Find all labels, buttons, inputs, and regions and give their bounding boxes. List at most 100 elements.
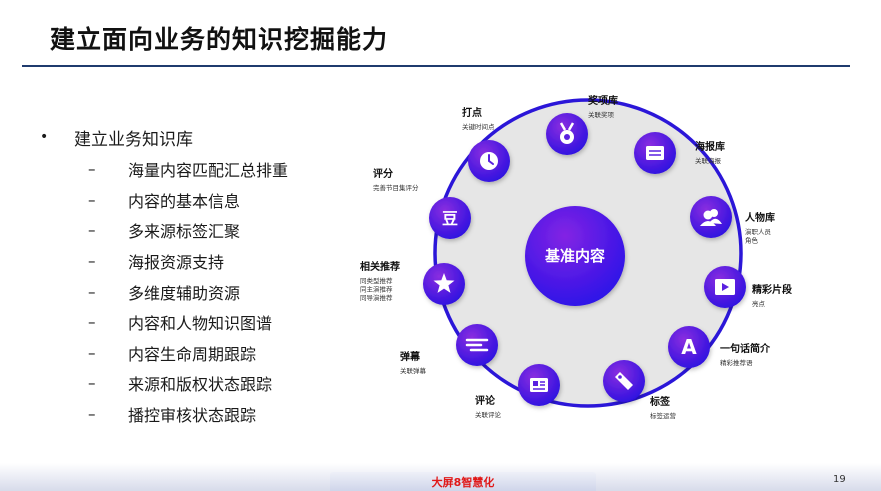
news-icon: [530, 378, 548, 392]
sub-bullet-label: 海报资源支持: [128, 253, 225, 273]
node-title: 弹幕: [400, 350, 421, 363]
sub-bullet-label: 内容生命周期跟踪: [128, 344, 257, 364]
dash-marker: –: [88, 374, 96, 393]
sub-bullet-label: 来源和版权状态跟踪: [128, 375, 273, 395]
title-divider: [22, 65, 850, 67]
dash-marker: –: [88, 405, 96, 424]
node-subtitle: 关联评论: [475, 410, 502, 419]
node-title: 评分: [373, 167, 393, 180]
sub-bullet-label: 多维度辅助资源: [128, 283, 241, 303]
news-frame: [530, 378, 548, 392]
sub-bullet-item: – 内容生命周期跟踪: [40, 338, 288, 369]
sub-bullet-item: – 多来源标签汇聚: [40, 215, 288, 246]
center-label: 基准内容: [544, 247, 605, 265]
page-title: 建立面向业务的知识挖掘能力: [50, 25, 389, 54]
sub-bullet-item: – 海量内容匹配汇总排重: [40, 154, 288, 185]
film-icon: [715, 279, 735, 295]
douban-glyph: 豆: [442, 209, 458, 228]
node-title: 标签: [649, 395, 671, 408]
sub-bullet-label: 海量内容匹配汇总排重: [128, 161, 289, 181]
node-title: 一句话简介: [720, 342, 771, 355]
dash-marker: –: [88, 252, 96, 271]
node-subtitle: 演职人员: [745, 227, 772, 236]
star-icon: [433, 273, 455, 293]
sub-bullet-item: – 播控审核状态跟踪: [40, 399, 288, 430]
node-title: 打点: [462, 106, 482, 119]
sub-bullet-label: 内容的基本信息: [128, 191, 241, 211]
person-head-front: [703, 210, 713, 220]
medal-center: [564, 134, 570, 140]
node-title: 奖项库: [588, 94, 618, 107]
star-shape: [433, 273, 455, 293]
sub-bullet-item: – 内容和人物知识图谱: [40, 307, 288, 338]
sub-bullet-item: – 内容的基本信息: [40, 185, 288, 216]
node-title: 人物库: [745, 211, 775, 224]
film-play: [722, 283, 729, 291]
people-icon: [700, 209, 722, 226]
sub-bullet-item: – 来源和版权状态跟踪: [40, 368, 288, 399]
dash-marker: –: [88, 190, 96, 209]
tag-hole: [618, 375, 622, 379]
node-circle: [668, 326, 710, 368]
bullet-main-item: • 建立业务知识库 –海量内容匹配汇总排重 –内容的基本信息 –多来源标签汇聚 …: [40, 124, 288, 429]
dash-marker: –: [88, 313, 96, 332]
node-subtitle: 完善节目集评分: [373, 183, 419, 192]
poster-icon: [646, 146, 664, 160]
poster-frame: [646, 146, 664, 160]
node-subtitle: 同导演推荐: [360, 293, 393, 302]
sub-bullet-list: – 海量内容匹配汇总排重 – 内容的基本信息 – 多来源标签汇聚 – 海报资源支持 – 多…: [40, 154, 288, 429]
bullet-list: • 建立业务知识库 –海量内容匹配汇总排重 –内容的基本信息 –多来源标签汇聚 …: [40, 124, 288, 429]
news-lines: [533, 381, 545, 390]
center-circle: [525, 206, 625, 306]
node-subtitle: 角色: [745, 236, 759, 245]
sub-bullet-label: 播控审核状态跟踪: [128, 406, 257, 426]
sub-bullet-label: 内容和人物知识图谱: [128, 314, 273, 334]
footer-label: 大屏8智慧化: [330, 472, 596, 491]
sub-bullet-item: – 海报资源支持: [40, 246, 288, 277]
dash-marker: –: [88, 282, 96, 301]
node-subtitle: 亮点: [752, 299, 766, 308]
node-subtitle: 同主演推荐: [360, 285, 393, 294]
medal-ribbon: [559, 122, 575, 131]
node-subtitle: 关键时间点: [462, 122, 495, 131]
node-subtitle: 同类型推荐: [360, 276, 393, 285]
clock-icon: [480, 152, 498, 170]
node-subtitle: 标签运营: [650, 411, 677, 420]
sub-bullet-label: 多来源标签汇聚: [128, 222, 241, 242]
bullet-marker: •: [40, 129, 49, 145]
node-title: 精彩片段: [752, 283, 792, 296]
dash-marker: –: [88, 221, 96, 240]
node-subtitle: 关联奖项: [588, 110, 615, 119]
node-subtitle: 关联弹幕: [400, 366, 427, 375]
tag-icon: [615, 372, 633, 390]
node-title: 相关推荐: [360, 260, 400, 273]
douban-icon: 豆: [442, 209, 458, 228]
medal-icon: [559, 122, 575, 144]
dash-marker: –: [88, 160, 96, 179]
letter-a-icon: A: [681, 335, 697, 359]
letter-a-glyph: A: [681, 335, 697, 359]
poster-lines: [649, 150, 661, 156]
danmaku-icon: [465, 338, 489, 352]
node-subtitle: 关联海报: [695, 156, 722, 165]
dash-marker: –: [88, 343, 96, 362]
news-photo: [533, 381, 538, 386]
sub-bullet-item: – 多维度辅助资源: [40, 276, 288, 307]
node-title: 评论: [475, 394, 496, 407]
node-title: 海报库: [695, 140, 725, 153]
page-number: 19: [833, 474, 846, 485]
node-subtitle: 精彩推荐语: [720, 358, 753, 367]
node-circle: [429, 197, 471, 239]
person-bodies: [700, 218, 722, 226]
